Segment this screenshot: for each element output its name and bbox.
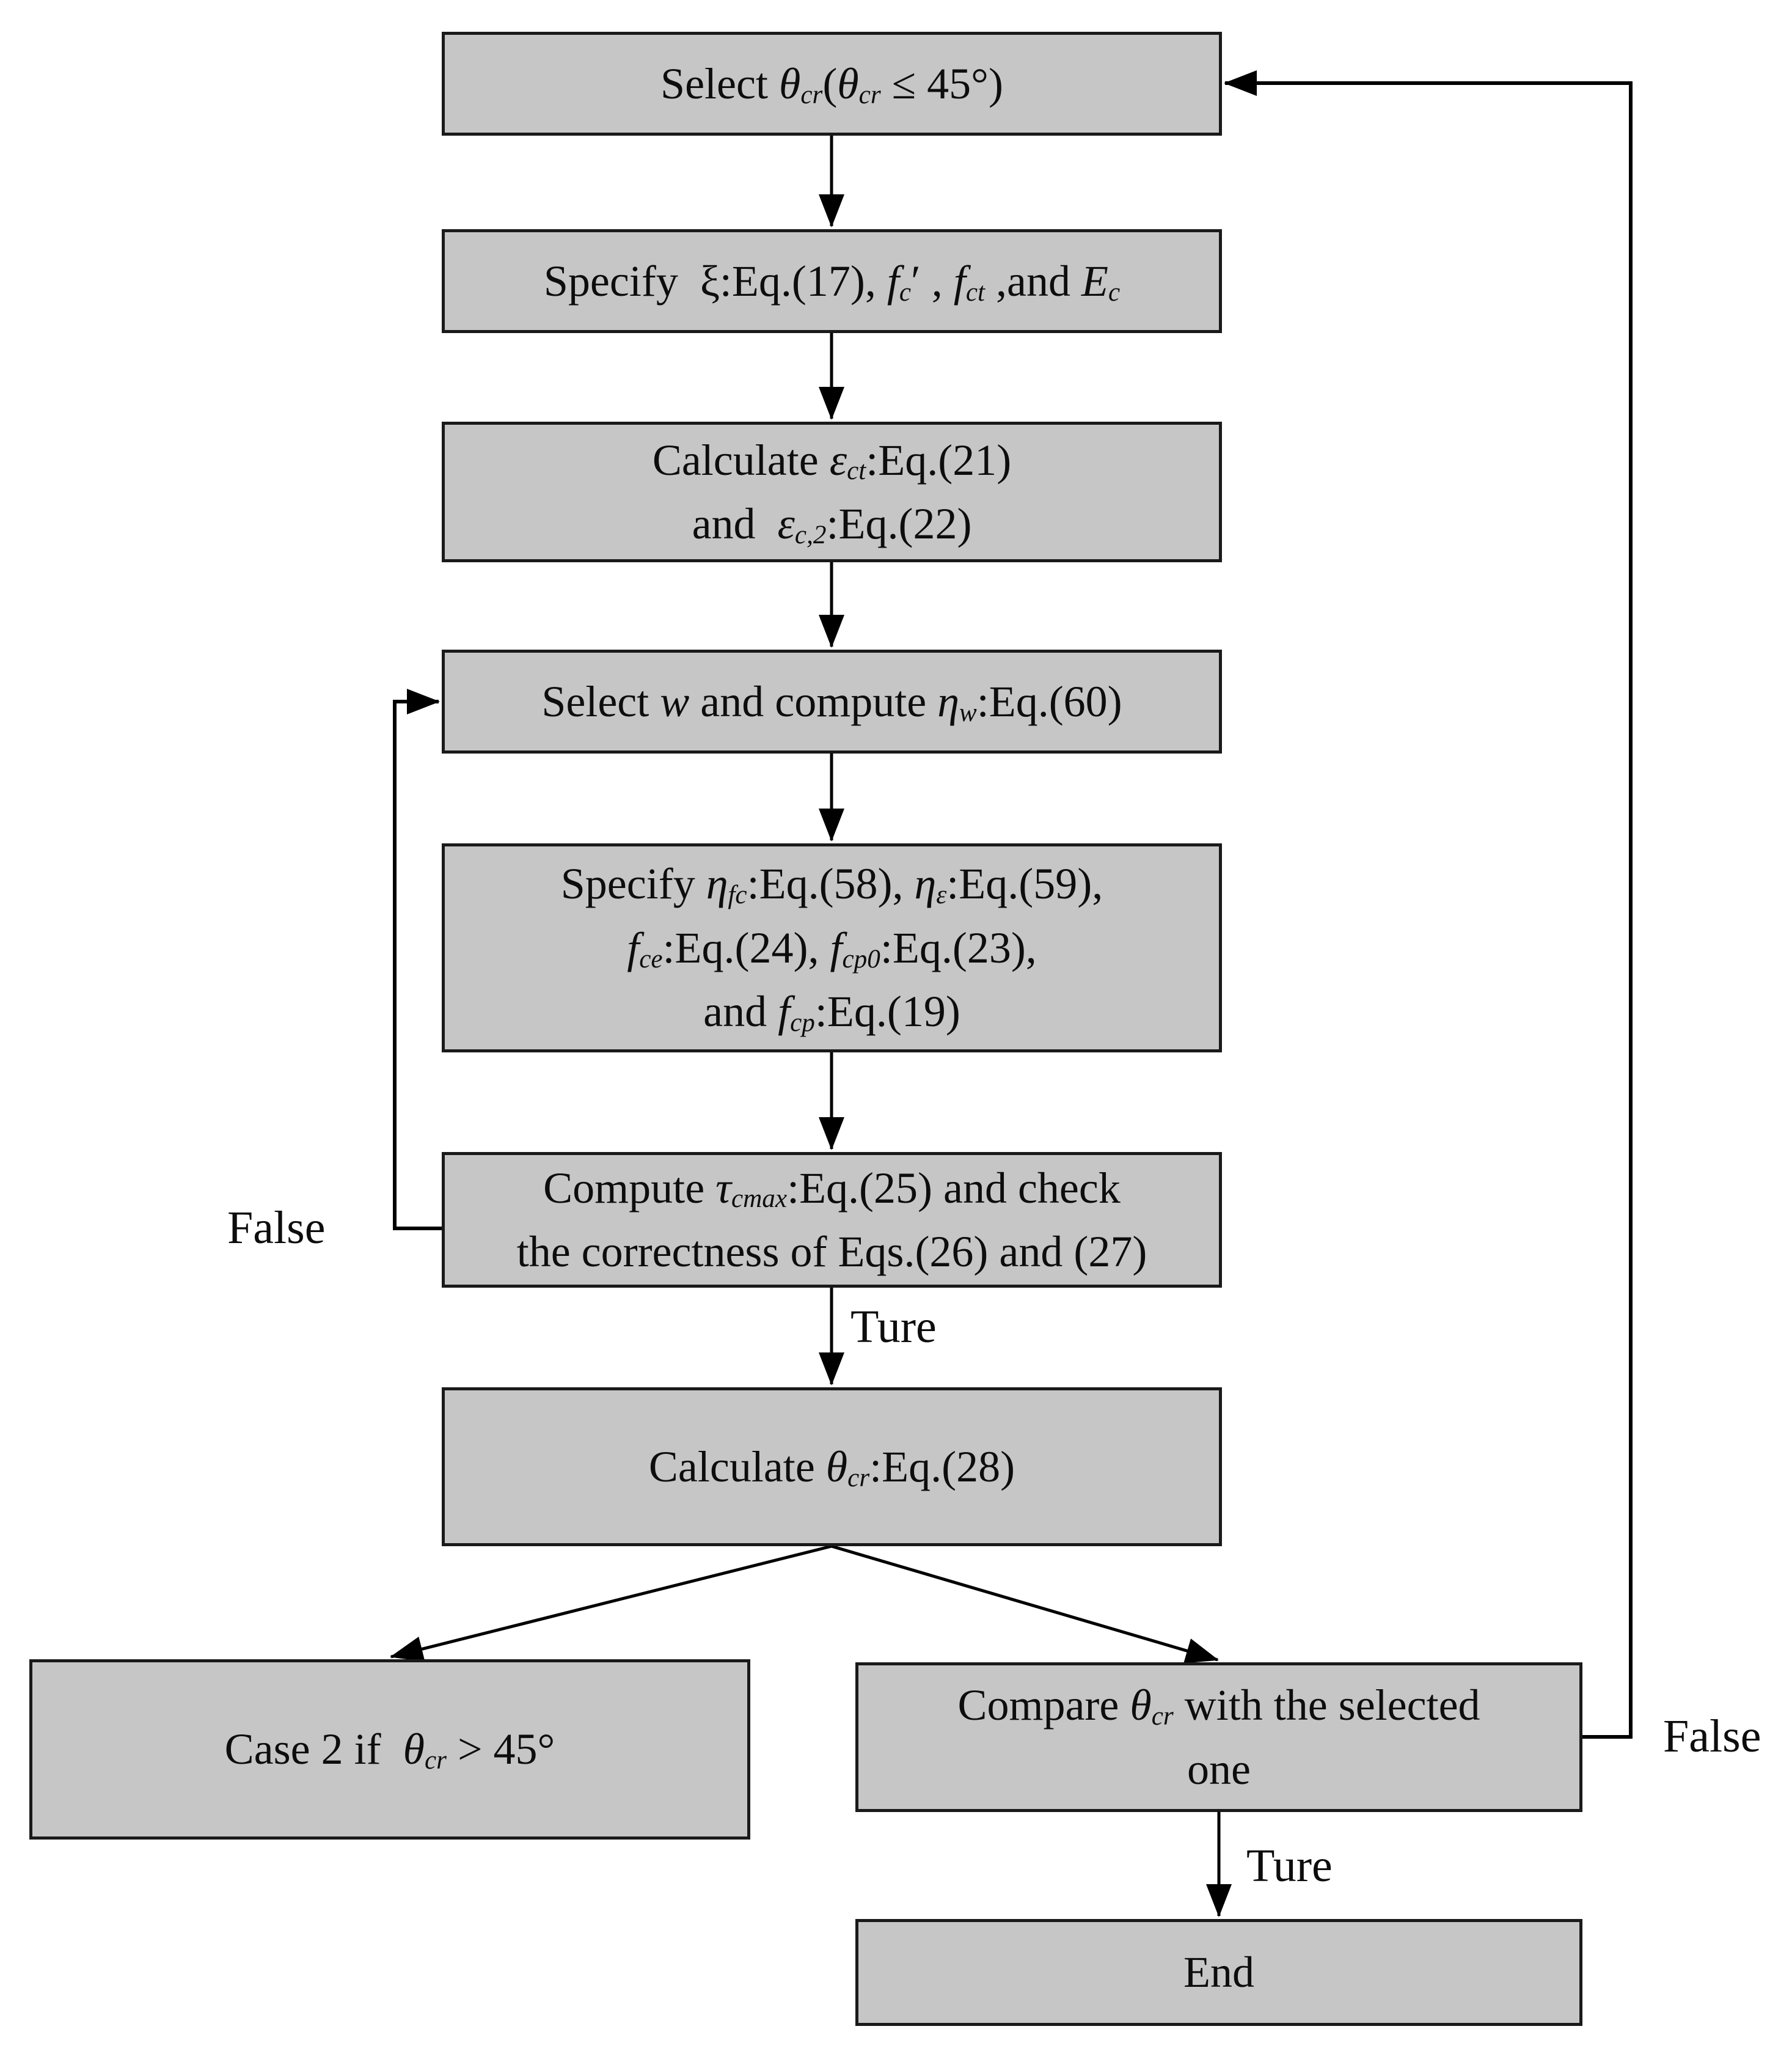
connector-calc-theta-to-compare xyxy=(831,1544,1219,1664)
edge-label-false-compare: False xyxy=(1663,1711,1761,1762)
node-select-theta-cr: Select θcr(θcr ≤ 45°) xyxy=(442,32,1222,136)
connector-false-loop-to-select-w xyxy=(393,689,442,1230)
node-case-2: Case 2 if θcr > 45° xyxy=(29,1659,750,1840)
node-calculate-strains: Calculate εct:Eq.(21)and εc,2:Eq.(22) xyxy=(442,422,1222,562)
node-end: End xyxy=(855,1919,1582,2026)
edge-label-true-tau-check: Ture xyxy=(850,1301,937,1352)
connector-false-loop-to-select-theta xyxy=(1224,70,1633,1739)
edge-label-true-compare: Ture xyxy=(1246,1840,1333,1891)
node-specify-eta-factors: Specify ηfc:Eq.(58), ηε:Eq.(59),fce:Eq.(… xyxy=(442,843,1222,1052)
node-select-w: Select w and compute ηw:Eq.(60) xyxy=(442,650,1222,754)
connector-calc-theta-to-case2 xyxy=(390,1544,832,1662)
node-specify-xi: Specify ξ:Eq.(17), fc′ , fct ,and Ec xyxy=(442,229,1222,333)
edge-label-false-loop-w: False xyxy=(227,1202,326,1253)
node-calculate-theta-cr: Calculate θcr:Eq.(28) xyxy=(442,1387,1222,1546)
